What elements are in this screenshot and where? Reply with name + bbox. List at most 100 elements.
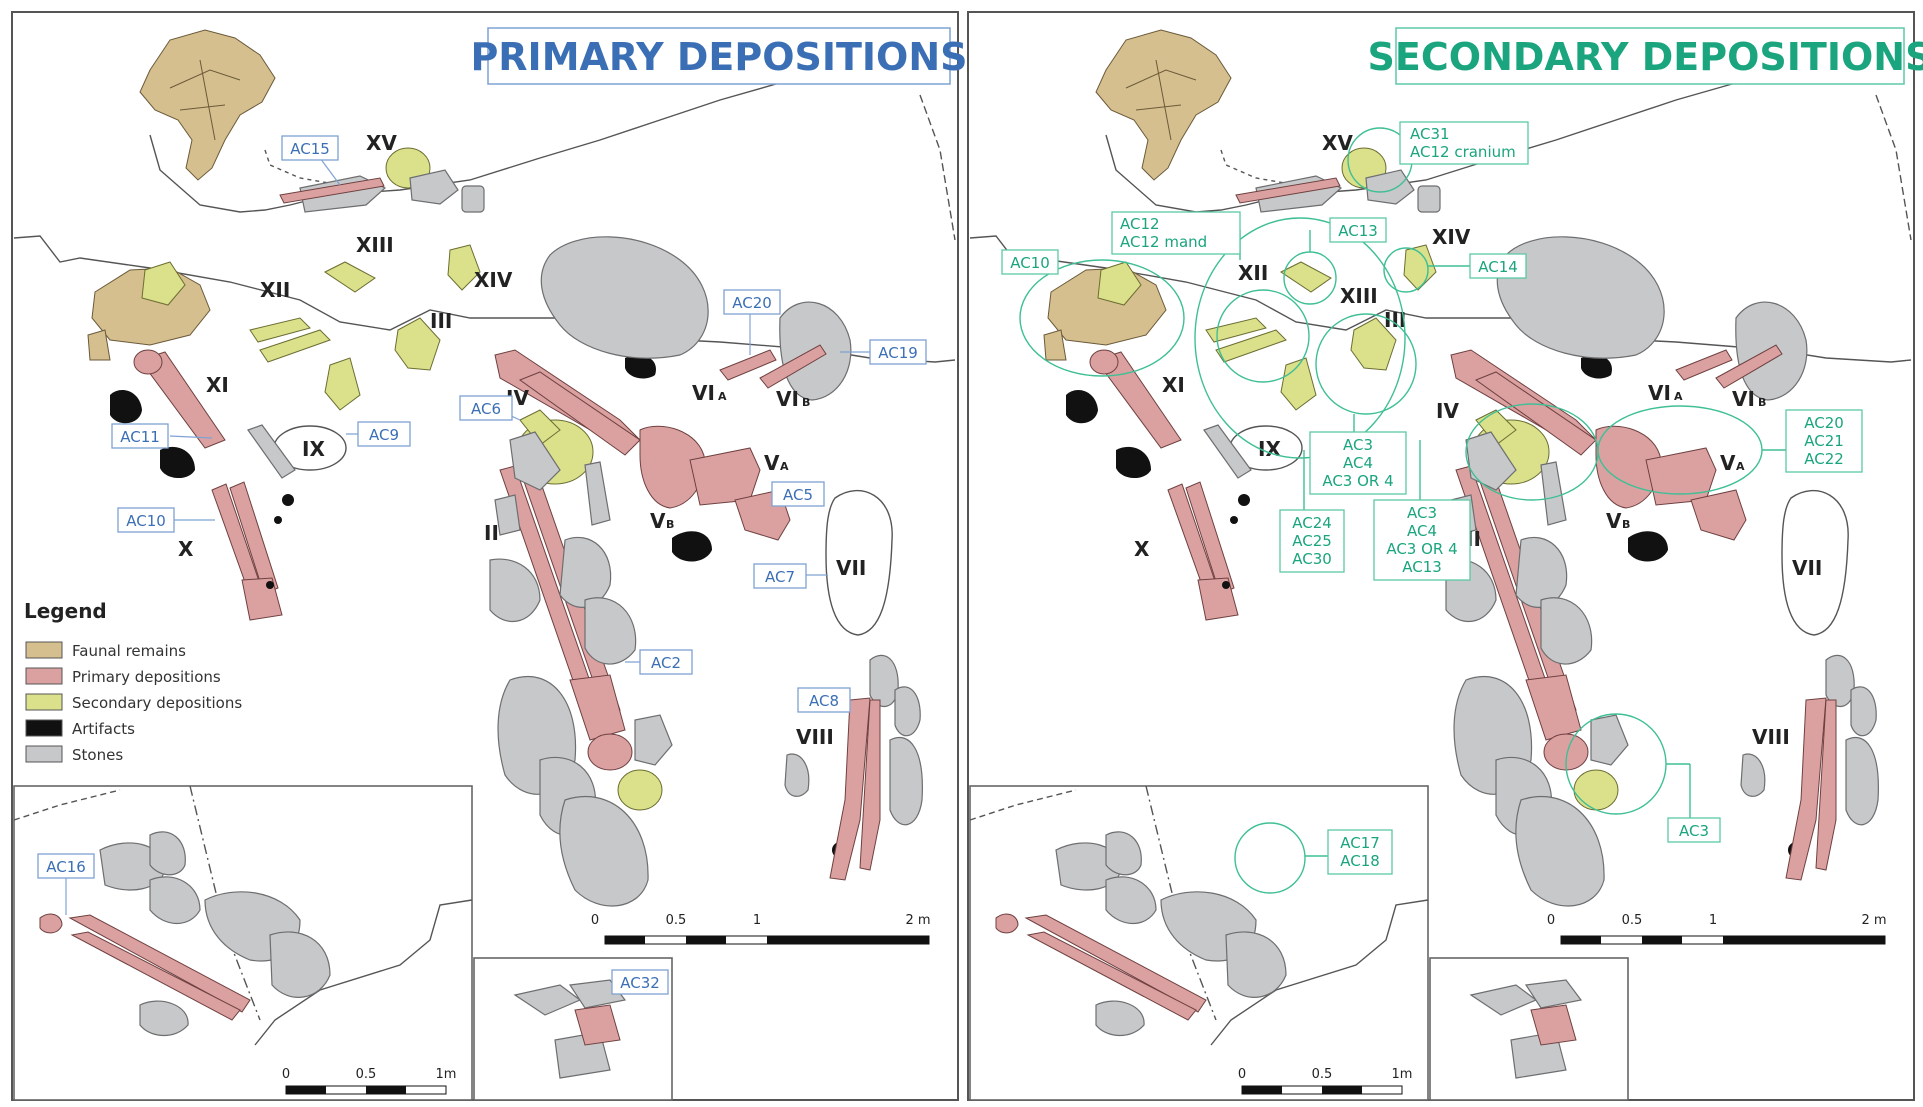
- svg-text:B: B: [802, 396, 810, 409]
- svg-text:V: V: [1720, 451, 1736, 475]
- code-ac2: AC2: [651, 654, 681, 672]
- svg-text:III: III: [1384, 308, 1406, 332]
- svg-text:A: A: [1736, 460, 1745, 473]
- code-ac14: AC14: [1478, 258, 1518, 276]
- svg-text:0.5: 0.5: [356, 1067, 377, 1082]
- svg-text:B: B: [1622, 518, 1630, 531]
- legend-swatch-0: [25, 641, 63, 659]
- code-ac13: AC13: [1338, 222, 1378, 240]
- right-scale-bar: 0 0.5 1 2 m: [1547, 913, 1887, 945]
- svg-text:XI: XI: [1162, 373, 1185, 397]
- svg-text:1m: 1m: [1392, 1067, 1413, 1082]
- code-ac25: AC25: [1292, 532, 1332, 550]
- legend-label-0: Faunal remains: [72, 642, 186, 660]
- right-inset-scale: 0 0.5 1m: [1238, 1067, 1413, 1095]
- svg-text:A: A: [1674, 390, 1683, 403]
- code-ac32: AC32: [620, 974, 660, 992]
- svg-text:XIV: XIV: [1432, 225, 1471, 249]
- svg-text:VIII: VIII: [1752, 725, 1790, 749]
- code-ac9: AC9: [369, 426, 399, 444]
- code-ac24: AC24: [1292, 514, 1332, 532]
- legend-label-3: Artifacts: [72, 720, 135, 738]
- code-ac3-a: AC3: [1343, 436, 1373, 454]
- label-vii: VII: [836, 556, 866, 580]
- code-ac11: AC11: [120, 428, 160, 446]
- label-va: V: [764, 451, 780, 475]
- legend-swatch-4: [25, 745, 63, 763]
- svg-text:0: 0: [591, 913, 599, 928]
- svg-text:XIII: XIII: [1340, 284, 1378, 308]
- svg-text:0: 0: [1238, 1067, 1246, 1082]
- right-panel-title: SECONDARY DEPOSITIONS: [1368, 35, 1923, 79]
- svg-text:V: V: [1606, 509, 1622, 533]
- svg-text:VII: VII: [1792, 556, 1822, 580]
- code-ac15: AC15: [290, 140, 330, 158]
- code-ac8: AC8: [809, 692, 839, 710]
- label-xi: XI: [206, 373, 229, 397]
- svg-text:2 m: 2 m: [1861, 913, 1886, 928]
- label-iii: III: [430, 309, 452, 333]
- code-ac3-single: AC3: [1679, 822, 1709, 840]
- label-x: X: [178, 537, 194, 561]
- svg-text:A: A: [780, 460, 789, 473]
- code-ac17: AC17: [1340, 834, 1380, 852]
- svg-text:1m: 1m: [436, 1067, 457, 1082]
- svg-text:VI: VI: [1732, 387, 1755, 411]
- legend-label-2: Secondary depositions: [72, 694, 242, 712]
- code-ac21: AC21: [1804, 432, 1844, 450]
- code-ac4-b: AC4: [1407, 522, 1437, 540]
- code-ac30: AC30: [1292, 550, 1332, 568]
- code-ac12: AC12: [1120, 215, 1160, 233]
- svg-text:X: X: [1134, 537, 1150, 561]
- code-ac16: AC16: [46, 858, 86, 876]
- code-ac31: AC31: [1410, 125, 1450, 143]
- legend-label-4: Stones: [72, 746, 123, 764]
- label-xiv: XIV: [474, 268, 513, 292]
- left-panel-title: PRIMARY DEPOSITIONS: [470, 35, 967, 79]
- svg-text:XII: XII: [1238, 261, 1268, 285]
- code-ac22: AC22: [1804, 450, 1844, 468]
- code-ac20: AC20: [1804, 414, 1844, 432]
- label-xiii: XIII: [356, 233, 394, 257]
- left-roman-labels: XV XIII XII XIV III XI IX X IV VI A VI B…: [178, 131, 866, 749]
- code-ac12-cranium: AC12 cranium: [1410, 143, 1516, 161]
- svg-text:XV: XV: [1322, 131, 1353, 155]
- svg-text:A: A: [718, 390, 727, 403]
- legend-title: Legend: [24, 599, 107, 623]
- code-ac7: AC7: [765, 568, 795, 586]
- right-code-labels: AC31 AC12 cranium AC12 AC12 mand AC13 AC…: [1001, 121, 1863, 894]
- svg-text:1: 1: [1709, 913, 1717, 928]
- left-title-box: [487, 27, 951, 85]
- svg-text:2 m: 2 m: [905, 913, 930, 928]
- code-ac4-a: AC4: [1343, 454, 1373, 472]
- svg-text:1: 1: [753, 913, 761, 928]
- code-ac12-mand: AC12 mand: [1120, 233, 1207, 251]
- svg-text:IV: IV: [1436, 399, 1459, 423]
- svg-text:B: B: [666, 518, 674, 531]
- code-ac20: AC20: [732, 294, 772, 312]
- left-scale-bar: 0 0.5 1 2 m: [591, 913, 931, 945]
- right-title-box: [1395, 27, 1905, 85]
- legend-label-1: Primary depositions: [72, 668, 221, 686]
- svg-text:0.5: 0.5: [666, 913, 687, 928]
- svg-text:0.5: 0.5: [1622, 913, 1643, 928]
- label-viii: VIII: [796, 725, 834, 749]
- left-code-labels: AC15 AC20 AC19 AC11 AC9 AC6 AC5 AC10 AC7…: [37, 135, 927, 995]
- code-ac19: AC19: [878, 344, 918, 362]
- code-ac6: AC6: [471, 400, 501, 418]
- label-ii: II: [484, 521, 499, 545]
- code-ac18: AC18: [1340, 852, 1380, 870]
- legend-swatch-3: [25, 719, 63, 737]
- label-vb: V: [650, 509, 666, 533]
- code-ac3-b: AC3: [1407, 504, 1437, 522]
- svg-text:0.5: 0.5: [1312, 1067, 1333, 1082]
- legend-swatch-2: [25, 693, 63, 711]
- code-ac13-b: AC13: [1402, 558, 1442, 576]
- svg-text:0: 0: [1547, 913, 1555, 928]
- label-vib: VI: [776, 387, 799, 411]
- label-xii: XII: [260, 278, 290, 302]
- code-ac3-or-4-a: AC3 OR 4: [1322, 472, 1393, 490]
